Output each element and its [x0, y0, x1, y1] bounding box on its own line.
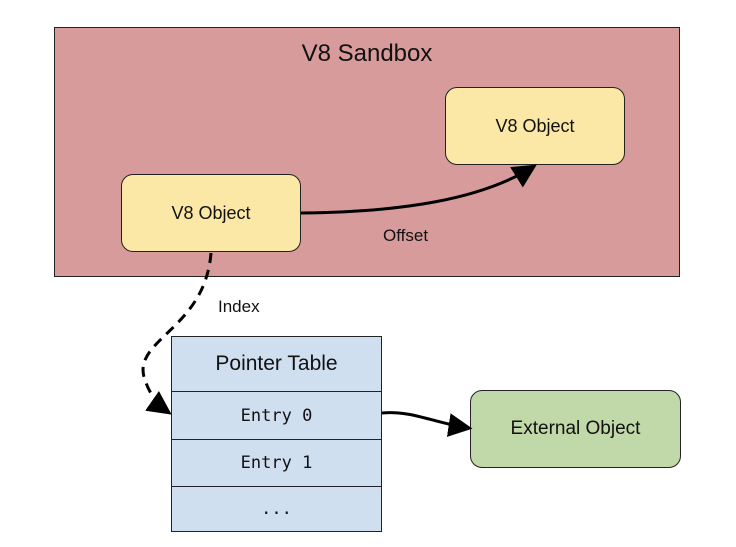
pointer-table-entry-0: Entry 0 [172, 392, 381, 440]
index-label: Index [218, 297, 260, 316]
v8-object-right-label: V8 Object [495, 115, 575, 136]
pointer-table-header: Pointer Table [172, 337, 381, 392]
pointer-table-entry-1: Entry 1 [172, 440, 381, 487]
external-object: External Object [470, 390, 681, 468]
pointer-table-ellipsis: ... [261, 499, 292, 519]
v8-object-right: V8 Object [445, 87, 625, 165]
sandbox-title: V8 Sandbox [301, 40, 433, 67]
v8-object-left-label: V8 Object [171, 202, 251, 223]
pointer-table: Pointer Table Entry 0 Entry 1 ... [171, 336, 382, 532]
offset-label: Offset [383, 226, 429, 245]
v8-object-left: V8 Object [121, 174, 301, 252]
entry-to-external-arrow [381, 411, 473, 437]
external-object-label: External Object [510, 418, 641, 439]
